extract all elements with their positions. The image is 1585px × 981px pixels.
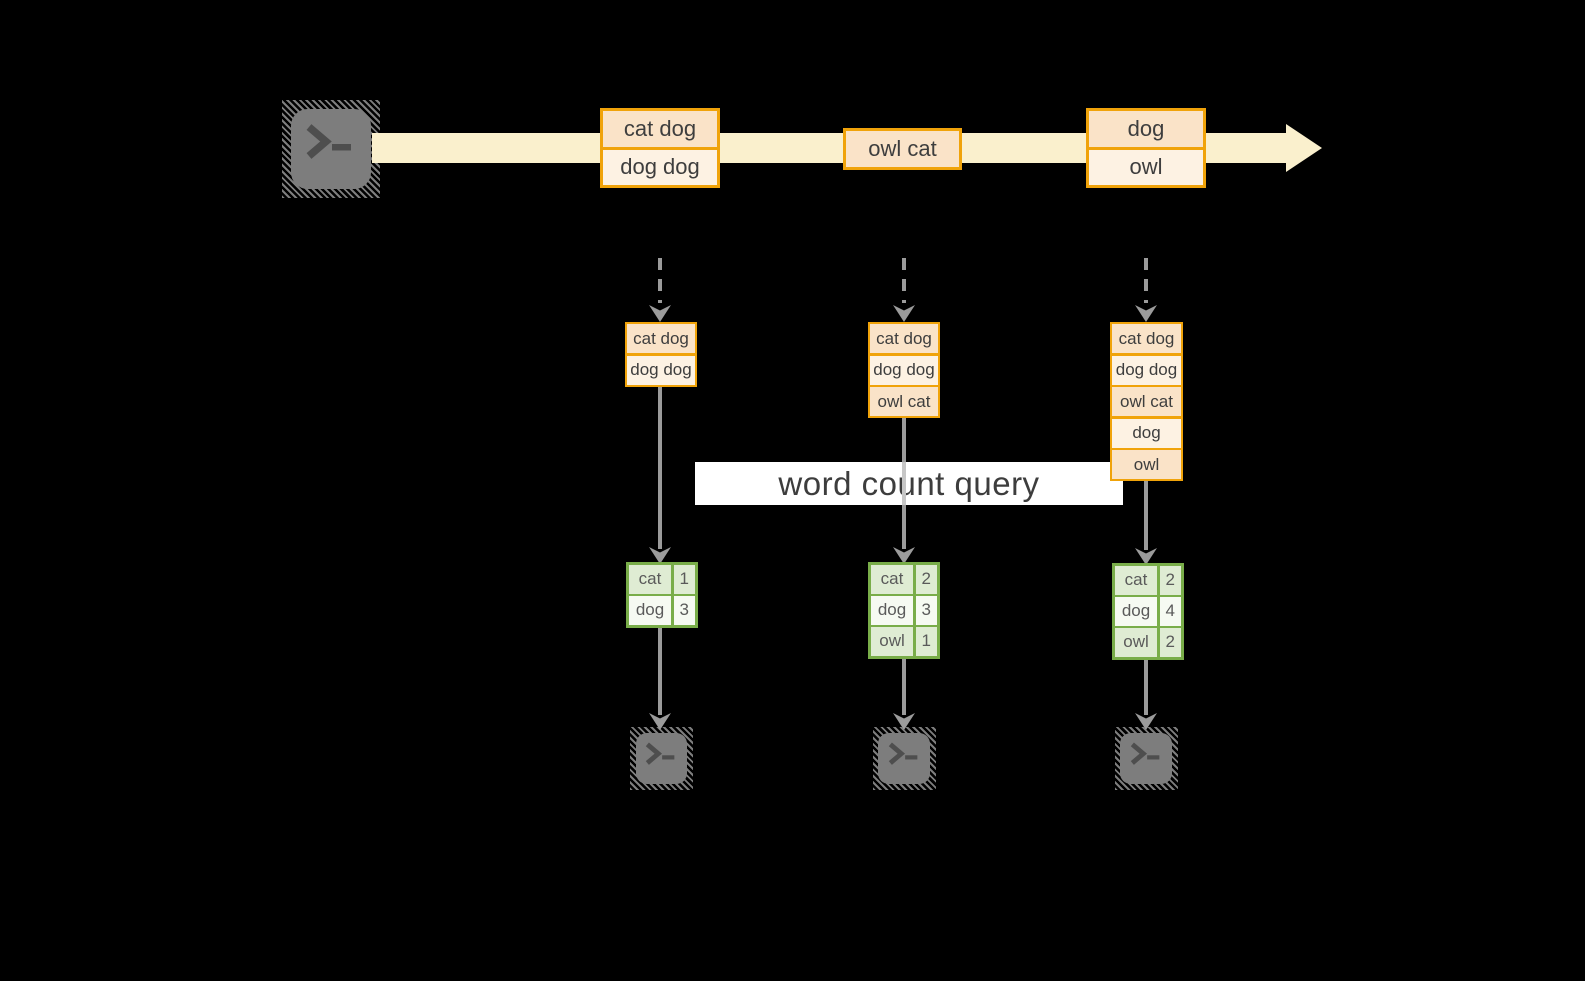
- arrowhead-icon: [893, 547, 915, 564]
- buffer-word-cell: owl cat: [1112, 387, 1181, 416]
- terminal-prompt-icon: [1130, 742, 1159, 765]
- query-band-line-overlay: [902, 462, 906, 505]
- count-word-cell: dog: [871, 596, 913, 625]
- count-word-cell: cat: [629, 565, 671, 594]
- sink-terminal-icon-3: [1114, 727, 1178, 790]
- buffer-word-cell: dog dog: [870, 355, 938, 385]
- stream-batch-2: owl cat: [843, 128, 962, 170]
- buffer-word-cell: dog: [1112, 418, 1181, 448]
- query-label: word count query: [778, 464, 1040, 502]
- stream-batch-1: cat dog dog dog: [600, 108, 720, 188]
- arrowhead-icon: [893, 713, 915, 730]
- arrowhead-icon: [1135, 713, 1157, 730]
- stream-word-cell: owl cat: [846, 131, 959, 167]
- word-buffer-2: cat dog dog dog owl cat: [868, 322, 940, 418]
- count-word-cell: cat: [871, 565, 913, 594]
- output-arrow-3: [1135, 660, 1157, 730]
- sink-terminal-icon-2: [872, 727, 936, 790]
- stream-word-cell: dog dog: [603, 149, 717, 185]
- count-value-cell: 2: [1159, 566, 1181, 595]
- buffer-word-cell: dog dog: [1112, 355, 1181, 385]
- arrowhead-icon: [649, 305, 671, 322]
- count-value-cell: 2: [915, 565, 937, 594]
- arrowhead-icon: [1135, 548, 1157, 565]
- arrowhead-icon: [1135, 305, 1157, 322]
- count-word-cell: cat: [1115, 566, 1157, 595]
- arrowhead-icon: [649, 713, 671, 730]
- count-value-cell: 3: [673, 596, 695, 625]
- count-value-cell: 3: [915, 596, 937, 625]
- buffer-word-cell: owl cat: [870, 387, 938, 416]
- stream-word-cell: cat dog: [603, 111, 717, 147]
- output-arrow-1: [649, 628, 671, 730]
- query-arrow-3: [1135, 479, 1157, 565]
- buffer-word-cell: dog dog: [627, 355, 695, 385]
- buffer-word-cell: cat dog: [870, 324, 938, 353]
- terminal-icon-body: [1120, 732, 1172, 785]
- count-word-cell: owl: [1115, 628, 1157, 657]
- arrowhead-icon: [649, 547, 671, 564]
- count-word-cell: dog: [629, 596, 671, 625]
- terminal-icon-body: [635, 732, 688, 785]
- output-arrow-2: [893, 659, 915, 730]
- count-word-cell: owl: [871, 627, 913, 656]
- buffer-word-cell: cat dog: [627, 324, 695, 353]
- terminal-prompt-icon: [306, 124, 351, 159]
- ingest-arrow-3: [1135, 258, 1157, 322]
- source-terminal-icon: [282, 100, 380, 198]
- buffer-word-cell: owl: [1112, 450, 1181, 479]
- count-value-cell: 2: [1159, 628, 1181, 657]
- count-value-cell: 1: [673, 565, 695, 594]
- stream-word-cell: owl: [1089, 149, 1203, 185]
- count-table-2: cat 2 dog 3 owl 1: [868, 562, 940, 659]
- count-value-cell: 4: [1159, 597, 1181, 626]
- word-buffer-3: cat dog dog dog owl cat dog owl: [1110, 322, 1183, 481]
- ingest-arrow-1: [649, 258, 671, 322]
- count-word-cell: dog: [1115, 597, 1157, 626]
- stream-word-cell: dog: [1089, 111, 1203, 147]
- count-table-1: cat 1 dog 3: [626, 562, 698, 628]
- terminal-prompt-icon: [645, 742, 675, 765]
- stream-batch-3: dog owl: [1086, 108, 1206, 188]
- stream-arrowhead-icon: [1286, 124, 1322, 172]
- count-table-3: cat 2 dog 4 owl 2: [1112, 563, 1184, 660]
- buffer-word-cell: cat dog: [1112, 324, 1181, 353]
- word-buffer-1: cat dog dog dog: [625, 322, 697, 387]
- terminal-icon-body: [291, 109, 371, 189]
- terminal-prompt-icon: [888, 742, 917, 765]
- query-label-band: word count query: [695, 462, 1123, 505]
- arrowhead-icon: [893, 305, 915, 322]
- query-arrow-1: [649, 387, 671, 564]
- count-value-cell: 1: [915, 627, 937, 656]
- terminal-icon-body: [878, 732, 930, 785]
- sink-terminal-icon-1: [630, 727, 693, 790]
- ingest-arrow-2: [893, 258, 915, 322]
